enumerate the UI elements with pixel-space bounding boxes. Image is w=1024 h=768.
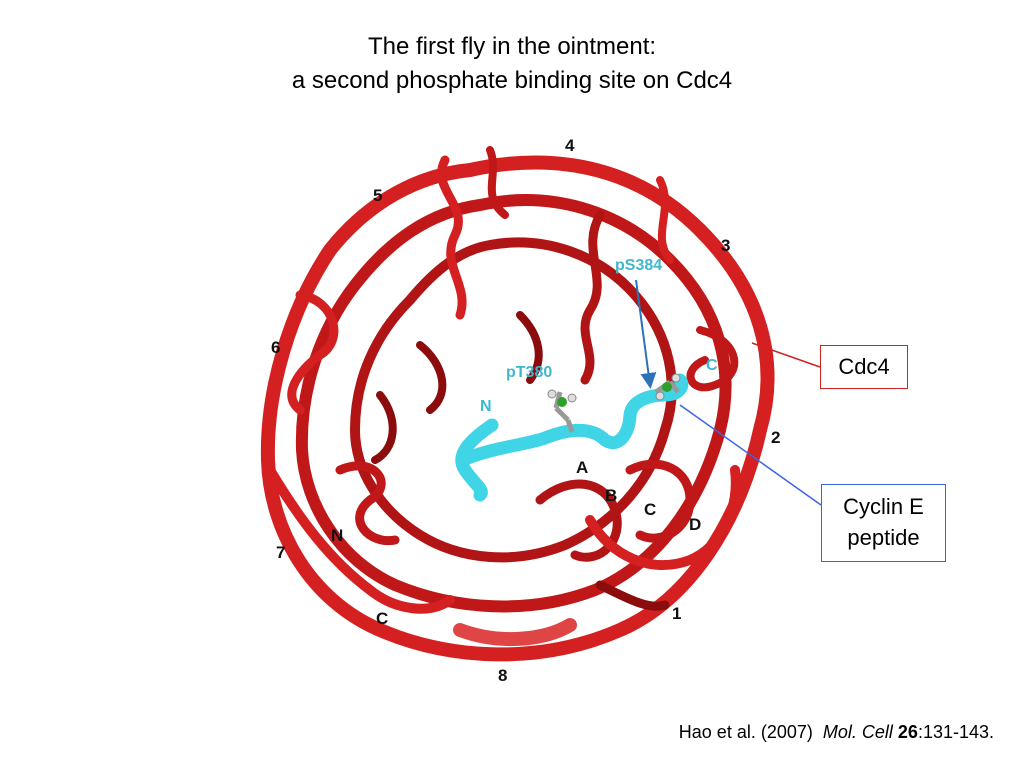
blade-ring-outer [260,155,775,662]
blade-label-2: 2 [771,428,781,447]
cyclin-callout-line-2: peptide [847,525,920,550]
cyclin-e-peptide [455,373,689,502]
cyclin-e-callout-box: Cyclin E peptide [821,484,946,562]
ps384-arrow [635,279,657,389]
citation-volume: 26 [897,722,918,742]
peptide-n-terminus: N [480,398,492,415]
blade-ring-inner [350,237,677,563]
protein-ribbon [260,146,775,662]
cdc4-callout-box: Cdc4 [820,345,908,389]
blade-label-7: 7 [276,543,286,562]
blade-label-3: 3 [721,236,731,255]
blade-label-1: 1 [672,604,682,623]
blade-label-8: 8 [498,666,508,685]
strand-label-a: A [576,458,589,477]
blade-label-4: 4 [565,136,575,155]
blade-label-5: 5 [373,186,383,205]
title-line-2: a second phosphate binding site on Cdc4 [291,67,733,94]
cdc4-callout-line [751,342,821,368]
citation-journal: Mol. Cell [822,722,893,742]
strand-label-d: D [689,515,702,534]
ps384-label: pS384 [615,257,663,274]
protein-c-terminus: C [376,609,389,628]
citation: Hao et al. (2007) Mol. Cell 26:131-143. [679,722,994,743]
citation-pages: :131-143. [917,722,994,742]
title-line-1: The first fly in the ointment: [367,33,657,60]
cyclin-callout-line [679,404,822,506]
strand-label-b: B [605,486,618,505]
citation-authors: Hao et al. (2007) [678,722,813,742]
strand-label-c: C [644,500,657,519]
cyclin-callout-line-1: Cyclin E [843,494,924,519]
peptide-c-terminus: C [706,357,718,374]
cdc4-callout-text: Cdc4 [838,354,890,379]
phosphate-sticks [547,373,681,433]
protein-n-terminus: N [331,526,344,545]
blade-label-6: 6 [271,338,281,357]
slide-title: The first fly in the ointment: a second … [0,30,1024,98]
pt380-label: pT380 [506,364,553,381]
